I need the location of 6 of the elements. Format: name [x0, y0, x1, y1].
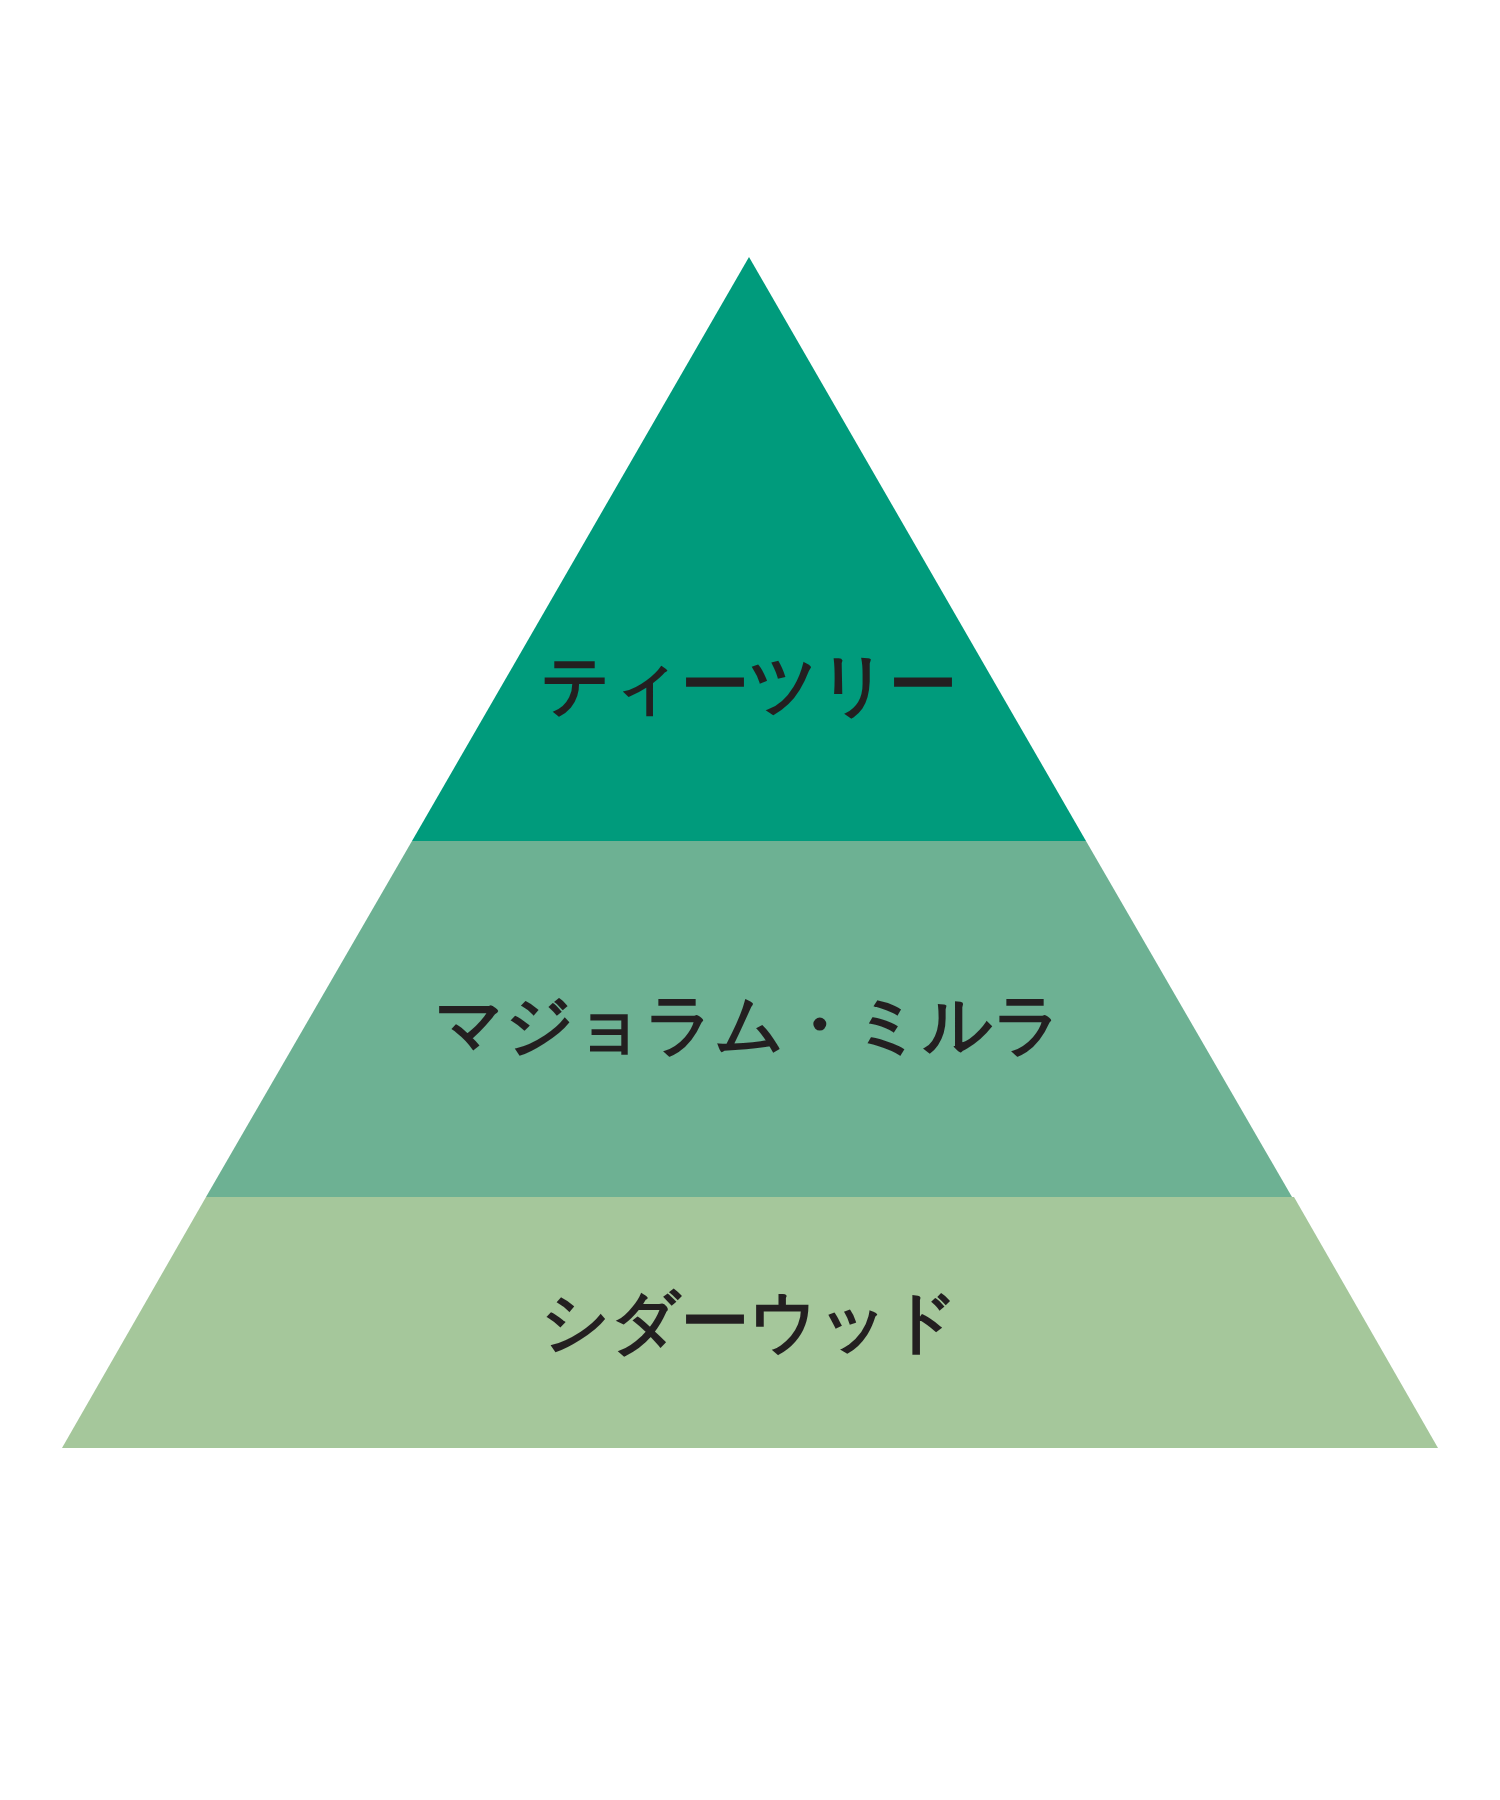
pyramid-tier	[206, 841, 1292, 1197]
tier-label: シダーウッド	[541, 1281, 959, 1363]
pyramid-tier	[412, 257, 1086, 841]
pyramid-tier	[62, 1197, 1438, 1448]
tier-label: ティーツリー	[541, 644, 957, 726]
tier-label: マジョラム・ミルラ	[435, 984, 1063, 1066]
